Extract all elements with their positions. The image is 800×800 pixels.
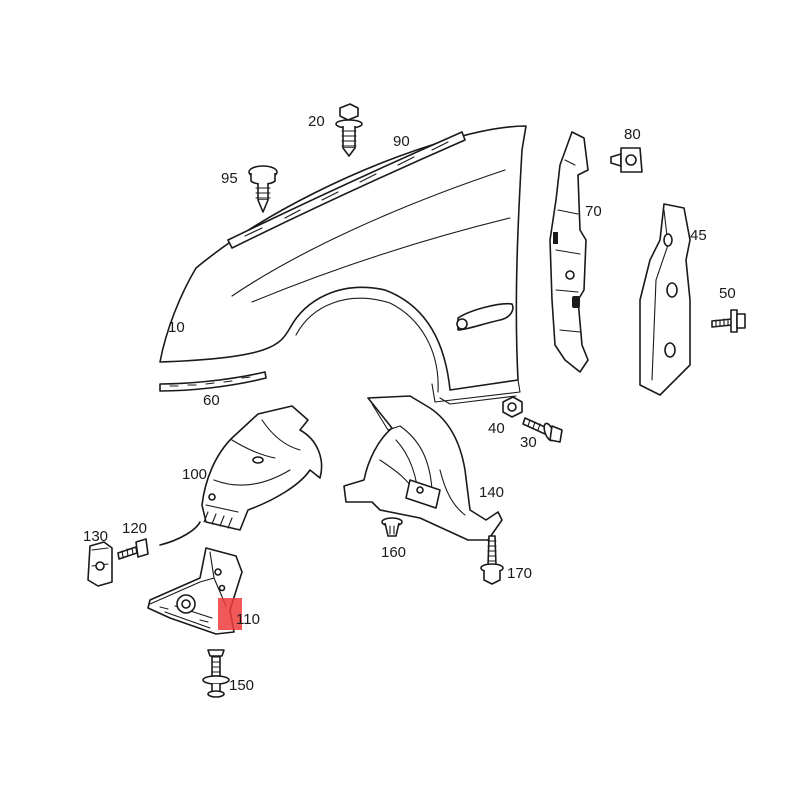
callout-label: 50 xyxy=(719,285,736,302)
bolt-30 xyxy=(522,417,563,443)
nut-40 xyxy=(502,396,523,418)
callout-label: 160 xyxy=(381,544,406,561)
callout-label: 10 xyxy=(168,319,185,336)
leader-100 xyxy=(159,521,201,546)
callout-label: 70 xyxy=(585,203,602,220)
callout-label: 120 xyxy=(122,520,147,537)
bolt-170 xyxy=(480,535,504,585)
screw-50 xyxy=(711,309,746,333)
seal-strip-60 xyxy=(159,371,267,392)
trim-panel-45 xyxy=(639,203,691,396)
liner-100 xyxy=(201,405,323,531)
molding-strip xyxy=(227,131,466,249)
callout-label: 150 xyxy=(229,677,254,694)
speed-nut-130 xyxy=(87,541,113,587)
screw-120 xyxy=(117,538,149,560)
callout-label: 170 xyxy=(507,565,532,582)
fender-panel xyxy=(159,125,527,405)
callout-label: 20 xyxy=(308,113,325,130)
callout-label: 130 xyxy=(83,528,108,545)
clip-95 xyxy=(248,165,278,213)
rivet-160 xyxy=(381,517,403,537)
callout-label: 30 xyxy=(520,434,537,451)
callout-label: 40 xyxy=(488,420,505,437)
callout-label: 140 xyxy=(479,484,504,501)
rivet-150 xyxy=(202,649,230,698)
callout-label: 80 xyxy=(624,126,641,143)
highlight-110 xyxy=(218,598,242,630)
callout-label: 100 xyxy=(182,466,207,483)
callout-label: 90 xyxy=(393,133,410,150)
bolt-20 xyxy=(335,103,363,157)
liner-140 xyxy=(343,395,503,541)
callout-label: 110 xyxy=(236,611,260,628)
callout-label: 95 xyxy=(221,170,238,187)
clip-80 xyxy=(610,147,643,173)
callout-label: 45 xyxy=(690,227,707,244)
callout-label: 60 xyxy=(203,392,220,409)
bracket-70 xyxy=(549,131,589,373)
